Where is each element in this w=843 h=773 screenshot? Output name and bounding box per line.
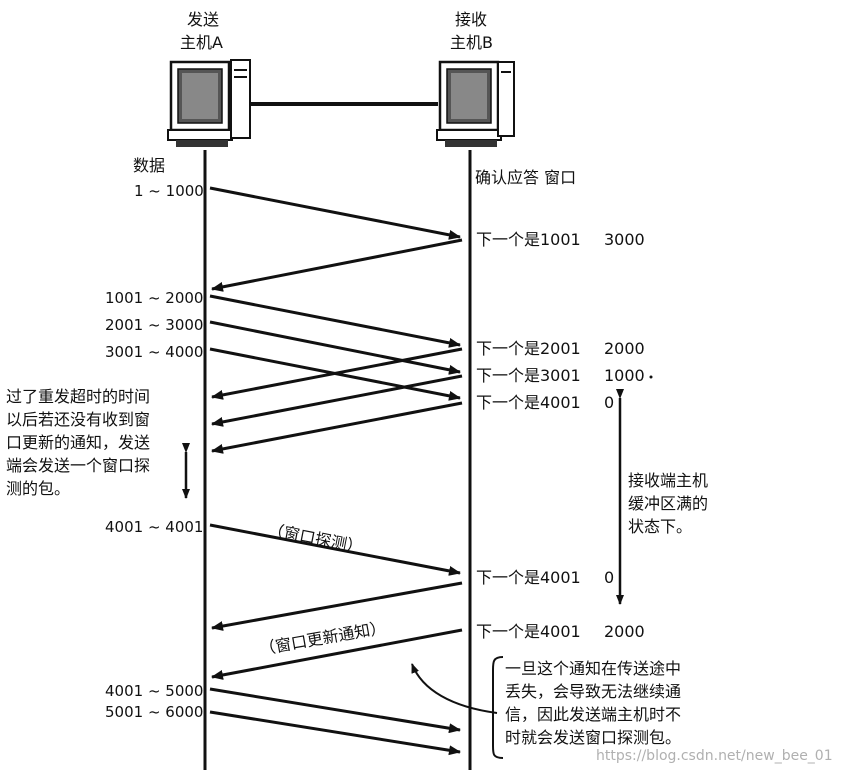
send-range-2: 1001 ~ 2000	[105, 289, 204, 307]
host-a-computer-icon	[167, 59, 251, 147]
host-a-label-line1: 发送	[187, 10, 220, 29]
ack-arrow-5	[211, 581, 463, 631]
timeout-note: 过了重发超时的时间 以后若还没有收到窗 口更新的通知，发送 端会发送一个窗口探 …	[6, 387, 151, 498]
send-range-3: 2001 ~ 3000	[105, 316, 204, 334]
ack-window-5: 0	[604, 568, 615, 587]
ack-window-2: 2000	[604, 339, 645, 358]
ack-arrow-2	[211, 347, 463, 400]
send-arrow-3	[209, 320, 461, 375]
send-range-6: 5001 ~ 6000	[105, 703, 204, 721]
send-arrow-5	[209, 687, 461, 734]
lost-update-note: 一旦这个通知在传送途中 丢失，会导致无法继续通 信，因此发送端主机时不 时就会发…	[505, 659, 682, 747]
lost-update-pointer-arrow	[411, 663, 498, 714]
send-arrow-2	[209, 294, 461, 348]
send-arrow-1	[209, 186, 461, 240]
ack-window-header: 确认应答 窗口	[475, 168, 577, 187]
ack-next-3: 下一个是3001	[476, 366, 581, 385]
host-a-label-line2: 主机A	[180, 33, 223, 52]
host-b-label-line1: 接收	[455, 10, 488, 29]
ack-window-1: 3000	[604, 230, 645, 249]
ack-next-6: 下一个是4001	[476, 622, 581, 641]
host-b-computer-icon	[436, 60, 515, 147]
send-range-probe: 4001 ~ 4001	[105, 518, 204, 536]
send-range-4: 3001 ~ 4000	[105, 343, 204, 361]
ack-arrow-6	[211, 628, 463, 680]
ack-arrow-3	[211, 374, 463, 427]
ack-next-2: 下一个是2001	[476, 339, 581, 358]
data-header: 数据	[133, 156, 166, 175]
buffer-full-note: 接收端主机 缓冲区满的 状态下。	[628, 471, 709, 536]
ack-arrow-1	[211, 238, 463, 292]
ack-window-4: 0	[604, 393, 615, 412]
bottom-note-bracket	[492, 656, 504, 759]
send-range-1: 1 ~ 1000	[134, 182, 204, 200]
ack-arrow-4	[211, 401, 463, 454]
ack-next-4: 下一个是4001	[476, 393, 581, 412]
ack-next-1: 下一个是1001	[476, 230, 581, 249]
send-range-5: 4001 ~ 5000	[105, 682, 204, 700]
send-arrow-probe	[209, 523, 461, 576]
host-b-label-line2: 主机B	[450, 33, 493, 52]
ack-next-5: 下一个是4001	[476, 568, 581, 587]
watermark: https://blog.csdn.net/new_bee_01	[596, 748, 833, 764]
ack-window-6: 2000	[604, 622, 645, 641]
ack-window-3: 1000	[604, 366, 645, 385]
stray-dot	[649, 375, 653, 379]
send-arrow-6	[209, 710, 461, 756]
